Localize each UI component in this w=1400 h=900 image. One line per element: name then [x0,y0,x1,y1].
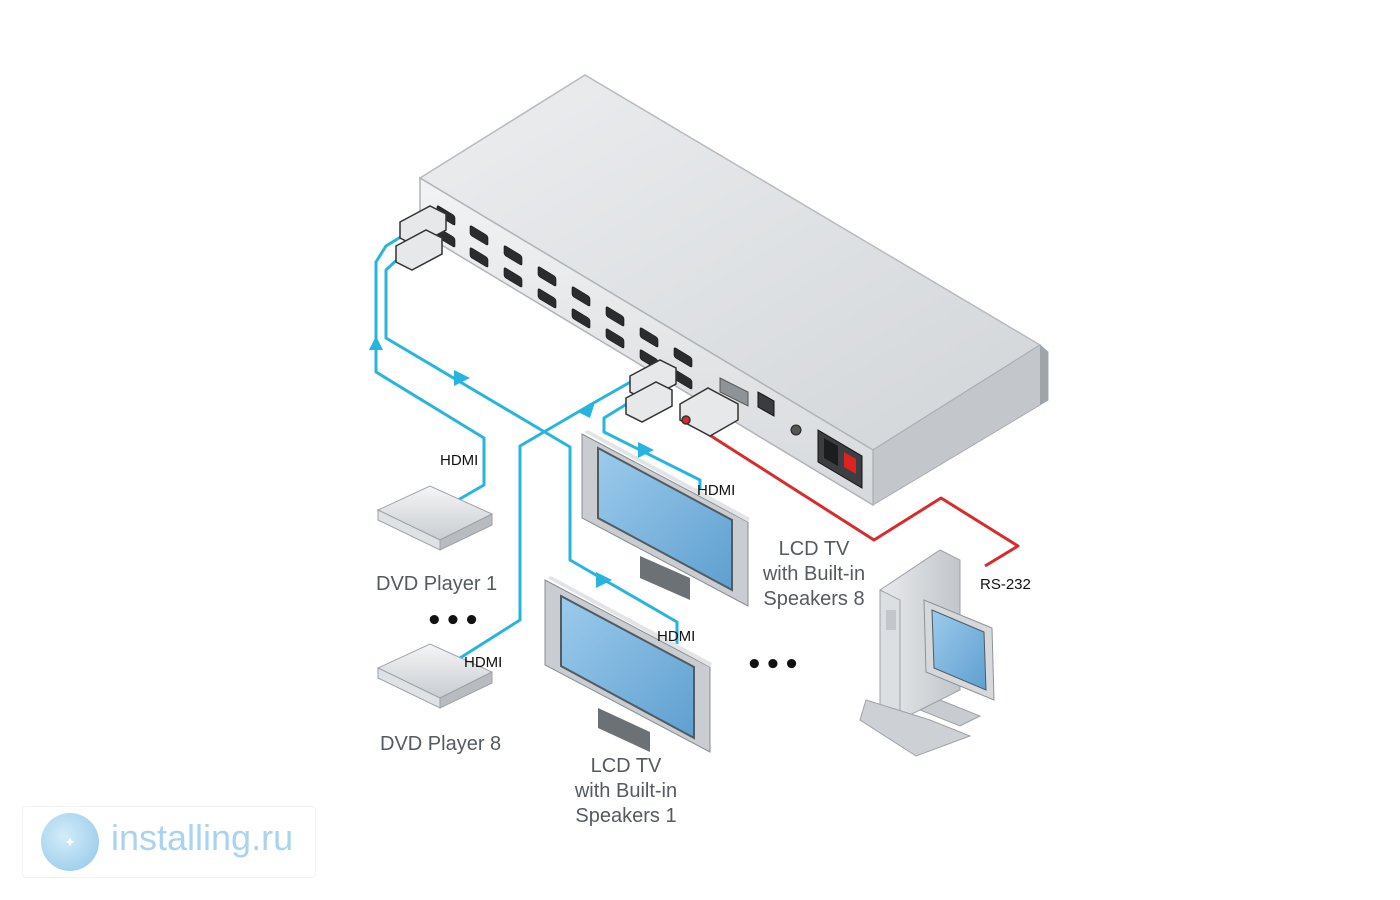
dvd-player-8-label: DVD Player 8 [380,733,502,755]
hdmi-label-dvd1: HDMI [440,452,479,469]
hdmi-plugs-output [625,359,677,423]
control-knob [790,424,802,436]
rs232-cable [685,418,1020,568]
watermark-text: installing.ru [111,817,294,858]
arrow-dvd1 [369,336,383,350]
power-inlet [817,429,863,489]
rs232-plug [679,387,739,437]
ethernet-port [757,391,775,417]
hdmi-label-dvd8: HDMI [464,654,503,671]
rs232-port [719,377,749,407]
arrow-dvd8 [578,402,595,418]
dvd-player-1-label: DVD Player 1 [376,573,498,595]
tv-ellipsis: ••• [746,650,802,680]
lcd-tv-8 [581,430,750,607]
dvd-player-1 [376,485,494,551]
dvd-ellipsis: ••• [426,606,482,636]
lcd-tv-1 [544,576,712,753]
rs232-label: RS-232 [980,576,1031,593]
watermark-logo-icon: ✦ [41,813,99,871]
matrix-switcher [418,74,1049,507]
dvd-player-8 [376,643,494,709]
lcd-tv-1-label-line2: with Built-in [574,780,678,802]
hdmi-cable-dvd1 [374,228,486,502]
arrow-tv1-b [596,572,612,588]
lcd-tv-8-label-line3: Speakers 8 [763,588,865,610]
hdmi-label-tv8: HDMI [697,482,736,499]
lcd-tv-1-label: LCD TV with Built-in Speakers 1 [564,754,688,829]
keyboard [859,699,972,757]
lcd-tv-8-label-line2: with Built-in [762,563,866,585]
arrow-tv1-a [454,370,470,386]
watermark: ✦ installing.ru [22,806,316,878]
hdmi-cable-dvd8 [459,378,635,660]
hdmi-cable-tv1 [384,253,679,644]
lcd-tv-8-label-line1: LCD TV [778,538,850,560]
hdmi-label-tv1: HDMI [657,628,696,645]
hdmi-cable-tv8 [602,400,702,490]
lcd-tv-8-label: LCD TV with Built-in Speakers 8 [752,537,876,612]
hdmi-plugs-input [395,205,447,271]
lcd-tv-1-label-line3: Speakers 1 [575,805,677,827]
arrow-tv8 [638,442,654,458]
lcd-tv-1-label-line1: LCD TV [590,755,662,777]
pc-workstation [859,549,995,757]
hdmi-ports [436,205,693,390]
